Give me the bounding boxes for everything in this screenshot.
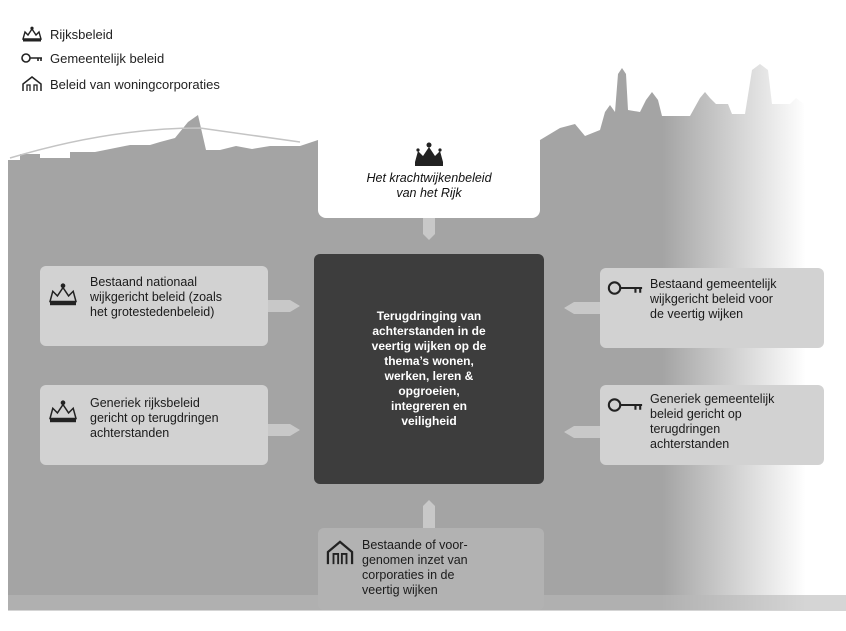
connector-top xyxy=(423,218,435,240)
key-icon xyxy=(607,281,643,295)
left-box-1-text: Bestaand nationaal wijkgericht beleid (z… xyxy=(90,275,223,319)
connector-right-1 xyxy=(564,302,600,314)
legend-label: Gemeentelijk beleid xyxy=(50,50,165,66)
bottom-box-text: Bestaande of voor- genomen inzet van cor… xyxy=(362,538,468,597)
right-box-1-text: Bestaand gemeentelijk wijkgericht beleid… xyxy=(650,277,777,321)
crown-icon xyxy=(22,26,42,42)
key-icon xyxy=(21,53,42,63)
crown-icon xyxy=(415,142,443,166)
connector-left-1 xyxy=(268,300,300,312)
legend-item-gemeentelijk: Gemeentelijk beleid xyxy=(20,48,164,68)
bridge-line xyxy=(9,127,301,159)
legend-item-rijksbeleid: Rijksbeleid xyxy=(20,24,113,44)
center-box-text: Terugdringing van achterstanden in de ve… xyxy=(371,309,487,428)
legend-item-woningcorporaties: Beleid van woningcorporaties xyxy=(20,74,220,94)
left-box-2-text: Generiek rijksbeleid gericht op terugdri… xyxy=(90,396,219,440)
crown-icon xyxy=(49,283,77,306)
top-box: Het krachtwijkenbeleid van het Rijk xyxy=(318,133,540,218)
connector-right-2 xyxy=(564,426,600,438)
left-box-2: Generiek rijksbeleid gericht op terugdri… xyxy=(40,385,268,465)
house-icon xyxy=(326,540,354,565)
legend-label: Rijksbeleid xyxy=(50,26,113,42)
house-icon xyxy=(22,76,42,91)
connector-bottom xyxy=(423,500,435,528)
legend-label: Beleid van woningcorporaties xyxy=(50,76,220,92)
connector-left-2 xyxy=(268,424,300,436)
right-box-1: Bestaand gemeentelijk wijkgericht beleid… xyxy=(600,268,824,348)
top-box-text: Het krachtwijkenbeleid van het Rijk xyxy=(366,171,492,200)
bottom-box: Bestaande of voor- genomen inzet van cor… xyxy=(318,528,544,610)
center-box: Terugdringing van achterstanden in de ve… xyxy=(314,254,544,484)
left-box-1: Bestaand nationaal wijkgericht beleid (z… xyxy=(40,266,268,346)
crown-icon xyxy=(49,400,77,423)
right-box-2: Generiek gemeentelijk beleid gericht op … xyxy=(600,385,824,465)
right-box-2-text: Generiek gemeentelijk beleid gericht op … xyxy=(650,392,775,451)
key-icon xyxy=(607,398,643,412)
